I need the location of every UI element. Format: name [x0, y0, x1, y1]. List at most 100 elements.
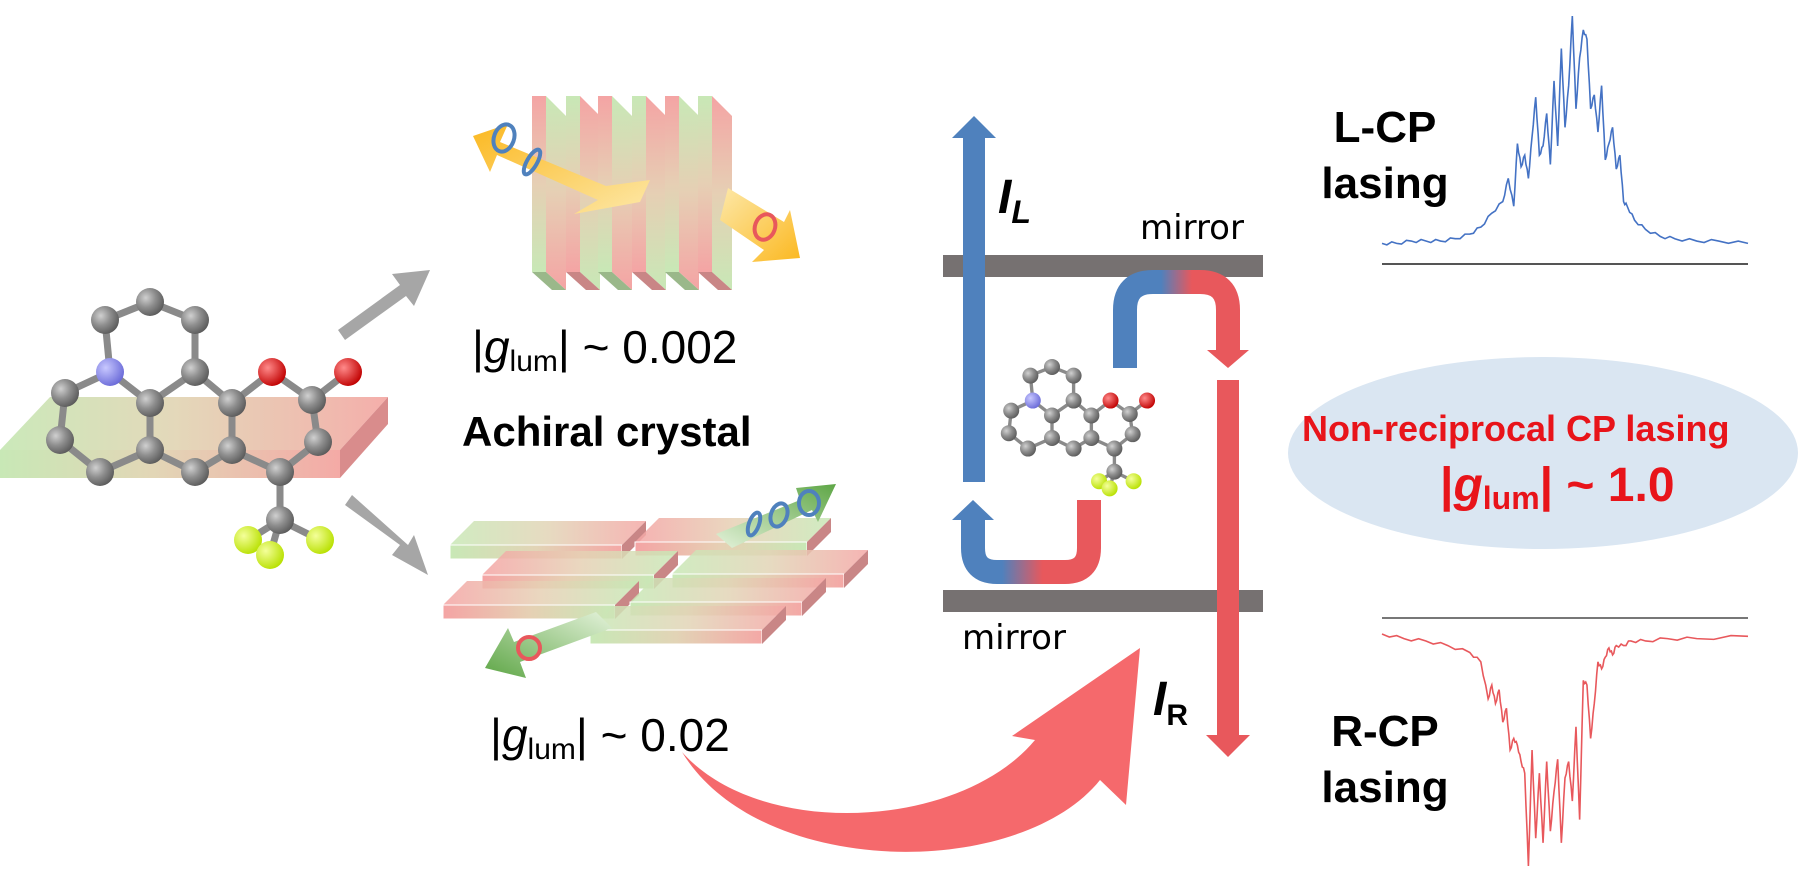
- atom-c: [1020, 440, 1036, 457]
- atom-c: [181, 306, 209, 334]
- atom-c: [46, 426, 74, 454]
- result-title: Non-reciprocal CP lasing: [1302, 408, 1730, 449]
- slab-top: [590, 606, 786, 630]
- atom-n: [1024, 392, 1041, 409]
- lamella-front: [665, 96, 679, 272]
- atom-c: [1003, 402, 1020, 419]
- atom-o: [258, 358, 286, 386]
- slab-front: [589, 629, 763, 645]
- atom-o: [334, 358, 362, 386]
- result-g-lum-label: |glum| ~ 1.0: [1440, 459, 1675, 516]
- atom-c: [1022, 367, 1039, 384]
- atom-n: [96, 358, 124, 386]
- amplification-arrow[interactable]: [682, 648, 1140, 852]
- slab-top: [443, 581, 639, 605]
- lamella-bottom: [598, 272, 632, 290]
- slab-side: [762, 606, 786, 644]
- atom-c: [1000, 425, 1017, 442]
- rcp-polarization-icon-upper: [752, 212, 778, 242]
- slab-top: [450, 521, 646, 545]
- slab-top: [630, 578, 826, 602]
- bottom-mirror-label: mirror: [962, 618, 1066, 658]
- lamella-bottom: [566, 272, 600, 290]
- atom-f: [256, 541, 284, 569]
- lamella-side: [546, 96, 566, 290]
- atom-c: [136, 389, 164, 417]
- atom-f: [234, 526, 262, 554]
- molecule-in-cavity: [1000, 358, 1156, 497]
- gray-arrow-down: [345, 495, 428, 575]
- upper-crystal-lamellae: [532, 96, 732, 290]
- atom-c: [1044, 358, 1060, 375]
- slab-top: [482, 551, 678, 575]
- atom-c: [266, 506, 294, 534]
- lamella-bottom: [532, 272, 566, 290]
- cavity: [943, 116, 1263, 757]
- atom-o: [1102, 392, 1119, 409]
- top-mirror-label: mirror: [1140, 208, 1244, 248]
- upper-g-lum-label: |glum| ~ 0.002: [472, 321, 738, 378]
- atom-c: [298, 386, 326, 414]
- atom-f: [306, 526, 334, 554]
- lamella-bottom: [632, 272, 666, 290]
- lamella-side: [679, 96, 699, 290]
- atom-c: [1044, 407, 1060, 424]
- atom-c: [304, 428, 332, 456]
- achiral-crystal-label: Achiral crystal: [462, 408, 752, 455]
- top-reflection-arrow: [1113, 270, 1249, 368]
- green-arrow-left: [485, 612, 612, 678]
- atom-c: [218, 389, 246, 417]
- gray-arrow-up: [338, 270, 430, 340]
- lcp-label: L-CP lasing: [1321, 103, 1449, 208]
- bottom-mirror: [943, 590, 1263, 612]
- bottom-reflection-arrow: [952, 500, 1101, 584]
- slab-side: [844, 550, 868, 588]
- atom-c: [136, 436, 164, 464]
- atom-c: [1106, 463, 1123, 480]
- lamella-front: [698, 96, 712, 272]
- atom-c: [1065, 392, 1082, 409]
- yellow-arrow-right: [720, 188, 800, 262]
- lamella-front: [598, 96, 612, 272]
- slab-top: [672, 550, 868, 574]
- atom-c: [1083, 430, 1100, 446]
- il-label: IL: [998, 171, 1031, 230]
- slab-side: [802, 578, 826, 616]
- il-beam-arrow: [952, 116, 996, 482]
- atom-f: [1125, 473, 1142, 490]
- lower-crystal-slabs: [442, 518, 868, 645]
- rcp-label: R-CP lasing: [1321, 707, 1449, 812]
- lamella-bottom: [698, 272, 732, 290]
- atom-c: [1121, 406, 1138, 422]
- atom-c: [136, 288, 164, 316]
- ir-beam-arrow: [1206, 380, 1250, 757]
- atom-c: [1065, 440, 1082, 457]
- slab-side: [807, 518, 831, 556]
- atom-c: [266, 458, 294, 486]
- atom-f: [1101, 480, 1118, 497]
- green-arrow-right: [716, 484, 836, 548]
- atom-c: [218, 436, 246, 464]
- ir-label: IR: [1153, 673, 1189, 732]
- atom-c: [1065, 367, 1082, 384]
- rcp-spectrum-chart: [1381, 617, 1749, 867]
- spectrum-line-l-cp: [1381, 15, 1749, 246]
- spectrum-line-r-cp: [1381, 633, 1749, 867]
- atom-c: [181, 358, 209, 386]
- lamella-side: [646, 96, 666, 290]
- lamella-front: [532, 96, 546, 272]
- atom-o: [1139, 392, 1156, 409]
- atom-c: [1083, 407, 1100, 424]
- atom-c: [1124, 426, 1141, 443]
- atom-c: [86, 458, 114, 486]
- atom-c: [1106, 440, 1123, 457]
- lcp-polarization-icon-upper: [491, 122, 543, 177]
- yellow-arrow-left: [473, 124, 650, 214]
- lower-g-lum-label: |glum| ~ 0.02: [490, 709, 730, 766]
- atom-c: [91, 306, 119, 334]
- atom-c: [181, 458, 209, 486]
- lamella-bottom: [665, 272, 699, 290]
- lamella-side: [712, 96, 732, 290]
- atom-c: [51, 379, 79, 407]
